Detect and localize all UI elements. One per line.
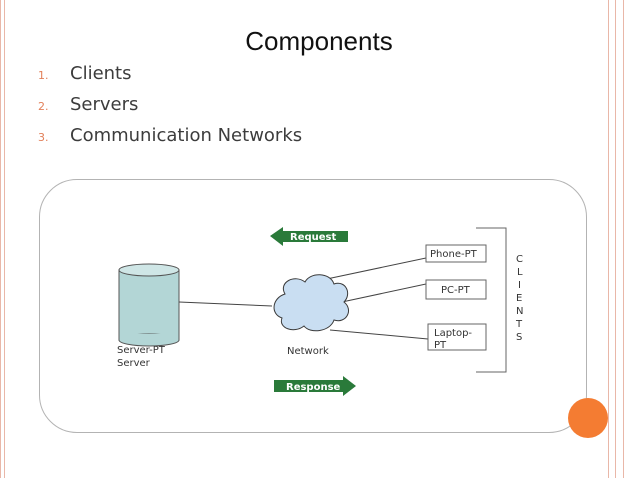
server-sublabel: Server bbox=[117, 358, 151, 369]
list-text: Servers bbox=[70, 94, 139, 115]
phone-label: Phone-PT bbox=[430, 249, 478, 260]
request-arrow bbox=[270, 227, 348, 246]
laptop-label-2: PT bbox=[434, 340, 447, 351]
list-number: 2. bbox=[38, 100, 49, 113]
response-arrow bbox=[274, 376, 356, 396]
list-number: 3. bbox=[38, 131, 49, 144]
components-list: 1. Clients 2. Servers 3. Communication N… bbox=[38, 63, 302, 156]
list-item: 2. Servers bbox=[38, 94, 302, 125]
list-item: 3. Communication Networks bbox=[38, 125, 302, 156]
clients-letter: N bbox=[516, 306, 523, 317]
server-cylinder-icon bbox=[118, 263, 180, 347]
request-label: Request bbox=[290, 232, 336, 243]
clients-letter: E bbox=[516, 293, 522, 304]
left-border-decoration bbox=[0, 0, 5, 478]
phone-link bbox=[321, 257, 427, 281]
list-text: Communication Networks bbox=[70, 125, 303, 146]
clients-letter: I bbox=[518, 280, 521, 291]
right-border-decoration bbox=[608, 0, 638, 478]
list-text: Clients bbox=[70, 63, 132, 84]
orange-circle-decoration bbox=[568, 398, 608, 438]
slide-title: Components bbox=[245, 26, 393, 56]
response-label: Response bbox=[286, 382, 341, 393]
clients-letter: S bbox=[516, 332, 522, 343]
clients-bracket bbox=[476, 227, 507, 373]
pc-box bbox=[425, 279, 487, 300]
list-number: 1. bbox=[38, 69, 49, 82]
clients-letter: L bbox=[517, 267, 523, 278]
phone-box bbox=[425, 244, 487, 263]
laptop-label: Laptop- bbox=[434, 328, 472, 339]
pc-link bbox=[341, 283, 427, 303]
pc-label: PC-PT bbox=[441, 285, 471, 296]
clients-letter: C bbox=[516, 254, 523, 265]
server-label: Server-PT bbox=[117, 345, 166, 356]
network-label: Network bbox=[287, 346, 329, 357]
laptop-link bbox=[329, 329, 429, 340]
server-network-link bbox=[178, 301, 273, 307]
laptop-box bbox=[427, 323, 487, 351]
list-item: 1. Clients bbox=[38, 63, 302, 94]
clients-letter: T bbox=[515, 319, 523, 330]
network-cloud-icon bbox=[273, 274, 349, 332]
